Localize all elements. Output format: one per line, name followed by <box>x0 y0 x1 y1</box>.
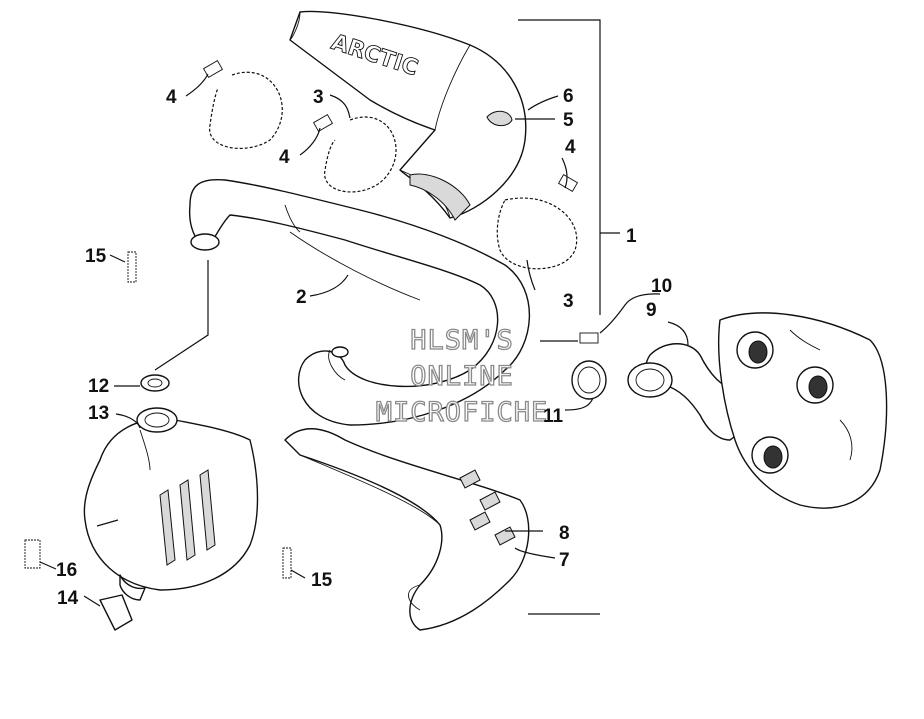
callout-1: 1 <box>626 226 637 247</box>
callout-9: 9 <box>646 300 657 321</box>
callout-14: 14 <box>57 588 79 609</box>
callout-6: 6 <box>563 86 574 107</box>
bracket-14 <box>99 594 133 631</box>
callout-5: 5 <box>563 110 574 131</box>
callout-15-lower: 15 <box>311 570 333 591</box>
callout-10: 10 <box>651 276 672 297</box>
callout-4-mid: 4 <box>279 147 290 168</box>
callout-11: 11 <box>543 406 564 427</box>
watermark-line-1: HLSM'S <box>410 325 514 356</box>
callout-2: 2 <box>296 287 307 308</box>
callout-7: 7 <box>559 550 570 571</box>
spring-16 <box>24 539 41 569</box>
lower-heat-shield <box>284 428 530 631</box>
watermark-line-3: MICROFICHE <box>376 397 549 428</box>
spring-15-lower <box>282 547 292 579</box>
watermark-line-2: ONLINE <box>410 361 514 392</box>
callout-13: 13 <box>88 403 109 424</box>
expansion-chamber-shield: ARCTIC <box>289 10 527 221</box>
callout-8: 8 <box>559 523 570 544</box>
gasket-12 <box>140 374 170 392</box>
spring-15-upper <box>127 251 137 283</box>
callout-4-left: 4 <box>166 87 177 108</box>
muffler-ribs <box>159 469 216 566</box>
callout-4-right: 4 <box>565 137 576 158</box>
head-pipe <box>188 178 531 426</box>
shield-vents <box>459 469 516 546</box>
callout-labels: 1 2 3 3 4 4 4 5 6 7 8 9 10 11 12 13 14 1… <box>56 86 672 609</box>
muffler <box>83 407 259 601</box>
engine-block <box>717 312 888 509</box>
callout-16: 16 <box>56 560 77 581</box>
small-parts <box>24 251 599 631</box>
watermark: HLSM'S ONLINE MICROFICHE <box>375 324 549 428</box>
callout-3-upper: 3 <box>313 87 324 108</box>
callout-12: 12 <box>88 376 109 397</box>
exhaust-manifold <box>571 343 746 441</box>
connector-10 <box>579 332 599 344</box>
callout-3-lower: 3 <box>563 291 574 312</box>
leader-lines <box>39 19 689 615</box>
callout-15-upper: 15 <box>85 246 107 267</box>
